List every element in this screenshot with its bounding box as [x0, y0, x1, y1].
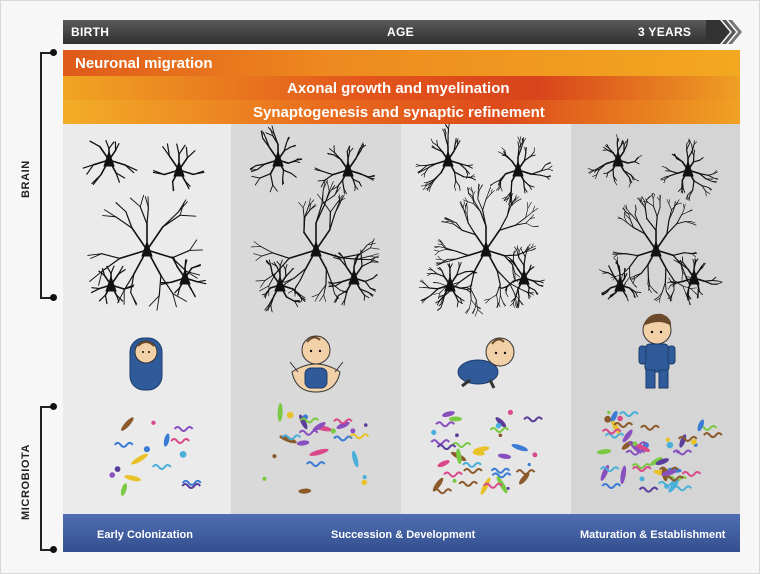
microbiota-bracket-top	[40, 406, 54, 408]
bacteria-cluster-icon	[430, 409, 543, 495]
bacteria-cluster-icon	[109, 417, 202, 496]
bacteria-cluster-icon	[262, 403, 370, 494]
band-axonal-growth: Axonal growth and myelination	[63, 76, 740, 100]
neuron-icon	[82, 139, 207, 311]
neuron-icon	[249, 125, 380, 313]
toddler-icon	[638, 313, 676, 389]
neuron-icon	[415, 123, 554, 317]
band-neuronal-migration: Neuronal migration	[63, 50, 740, 76]
bracket-dot	[50, 403, 57, 410]
bracket-dot	[50, 546, 57, 553]
bacteria-cluster-icon	[596, 410, 723, 493]
bracket-dot	[50, 294, 57, 301]
brain-bracket-bottom	[40, 297, 54, 299]
band-label: Neuronal migration	[75, 55, 213, 72]
brain-bracket	[40, 52, 42, 299]
stage-maturation-establishment: Maturation & Establishment	[580, 529, 726, 541]
age-axis-bar: BIRTH AGE 3 YEARS	[63, 20, 718, 44]
axis-end-label: 3 YEARS	[638, 25, 692, 39]
brain-bracket-top	[40, 52, 54, 54]
band-label: Axonal growth and myelination	[287, 80, 510, 97]
microbiota-bracket-bottom	[40, 549, 54, 551]
crawling-baby-icon	[457, 337, 515, 389]
band-label: Synaptogenesis and synaptic refinement	[253, 104, 545, 121]
stage-succession-development: Succession & Development	[331, 529, 476, 541]
swaddled-baby-icon	[129, 337, 163, 391]
neuron-icon	[587, 134, 723, 306]
column-2	[231, 124, 401, 514]
stage-bar: Early Colonization Succession & Developm…	[63, 514, 740, 552]
arrow-right-icon	[706, 20, 742, 44]
sitting-baby-icon	[289, 335, 344, 393]
stage-early-colonization: Early Colonization	[97, 529, 193, 541]
axis-start-label: BIRTH	[71, 25, 110, 39]
bracket-dot	[50, 49, 57, 56]
microbiota-bracket	[40, 406, 42, 551]
axis-middle-label: AGE	[387, 25, 414, 39]
band-synaptogenesis: Synaptogenesis and synaptic refinement	[63, 100, 740, 124]
